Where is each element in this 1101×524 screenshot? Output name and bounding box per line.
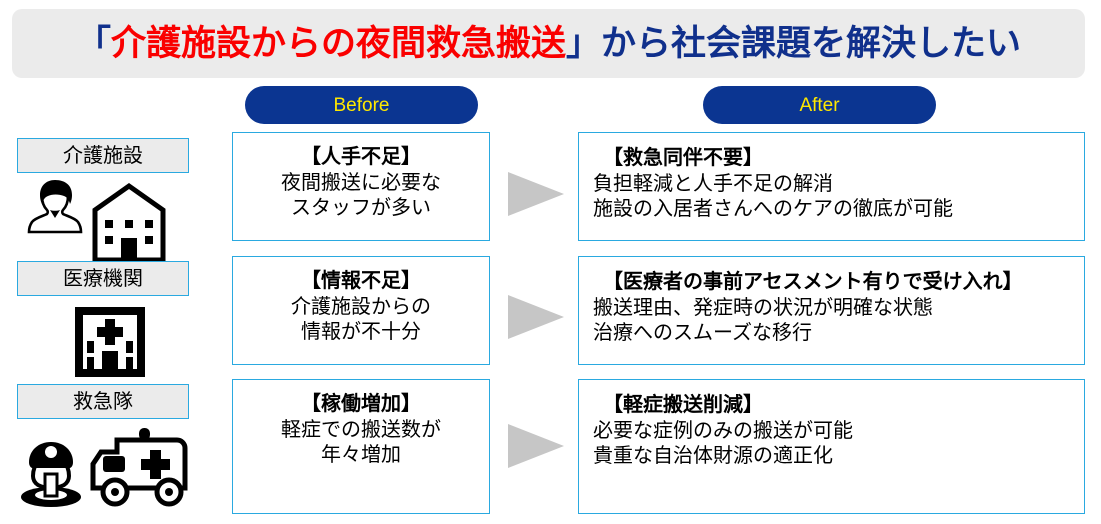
after-card-line: 貴重な自治体財源の適正化 <box>593 445 833 468</box>
person-icon <box>27 180 83 234</box>
before-card-heading: 【稼働増加】 <box>301 393 421 415</box>
page-title-suffix: 」から社会課題を解決したい <box>566 24 1022 63</box>
category-icons-medical-institution <box>17 299 202 384</box>
before-card-heading: 【人手不足】 <box>301 146 421 168</box>
page-title-open-quote: 「 <box>75 24 111 63</box>
category-label-emergency-team: 救急隊 <box>17 384 189 419</box>
column-header-after-label: After <box>799 94 840 116</box>
category-label-medical-institution: 医療機関 <box>17 261 189 296</box>
before-card-line: 夜間搬送に必要な <box>281 171 441 194</box>
category-label-text: 医療機関 <box>63 267 143 290</box>
ambulance-icon <box>90 428 188 507</box>
after-card-heading: 【医療者の事前アセスメント有りで受け入れ】 <box>603 271 1023 293</box>
after-card-line: 負担軽減と人手不足の解消 <box>593 172 833 195</box>
category-icons-care-facility <box>17 176 202 261</box>
after-card-line: 搬送理由、発症時の状況が明確な状態 <box>593 296 933 319</box>
arrow-right-icon <box>508 295 564 339</box>
before-card-line: 年々増加 <box>321 444 401 467</box>
care-facility-building-icon <box>92 182 166 261</box>
category-icons-emergency-team <box>17 422 202 507</box>
before-card-medical-institution: 【情報不足】 介護施設からの 情報が不十分 <box>232 256 490 365</box>
after-card-emergency-team: 【軽症搬送削減】 必要な症例のみの搬送が可能 貴重な自治体財源の適正化 <box>578 379 1085 514</box>
after-card-care-facility: 【救急同伴不要】 負担軽減と人手不足の解消 施設の入居者さんへのケアの徹底が可能 <box>578 132 1085 241</box>
before-card-line: 軽症での搬送数が <box>281 418 441 441</box>
page-title-highlight: 介護施設からの夜間救急搬送 <box>110 24 566 63</box>
paramedic-icon <box>21 442 81 507</box>
before-card-line: 情報が不十分 <box>301 321 421 344</box>
after-card-line: 施設の入居者さんへのケアの徹底が可能 <box>593 198 953 221</box>
after-card-heading: 【救急同伴不要】 <box>603 147 763 169</box>
before-card-care-facility: 【人手不足】 夜間搬送に必要な スタッフが多い <box>232 132 490 241</box>
after-card-medical-institution: 【医療者の事前アセスメント有りで受け入れ】 搬送理由、発症時の状況が明確な状態 … <box>578 256 1085 365</box>
after-card-line: 必要な症例のみの搬送が可能 <box>593 419 853 442</box>
before-card-line: 介護施設からの <box>291 295 431 318</box>
arrow-right-icon <box>508 172 564 216</box>
page-title: 「介護施設からの夜間救急搬送」から社会課題を解決したい <box>76 26 1021 61</box>
arrow-right-icon <box>508 424 564 468</box>
column-header-before-label: Before <box>333 94 390 116</box>
page-title-banner: 「介護施設からの夜間救急搬送」から社会課題を解決したい <box>12 9 1085 78</box>
before-card-heading: 【情報不足】 <box>301 270 421 292</box>
after-card-line: 治療へのスムーズな移行 <box>593 322 812 345</box>
category-label-text: 救急隊 <box>73 390 133 413</box>
before-card-line: スタッフが多い <box>291 197 431 220</box>
column-header-after: After <box>703 86 936 124</box>
before-card-emergency-team: 【稼働増加】 軽症での搬送数が 年々増加 <box>232 379 490 514</box>
hospital-icon <box>75 307 145 377</box>
category-label-text: 介護施設 <box>63 144 143 167</box>
after-card-heading: 【軽症搬送削減】 <box>603 394 763 416</box>
column-header-before: Before <box>245 86 478 124</box>
category-label-care-facility: 介護施設 <box>17 138 189 173</box>
